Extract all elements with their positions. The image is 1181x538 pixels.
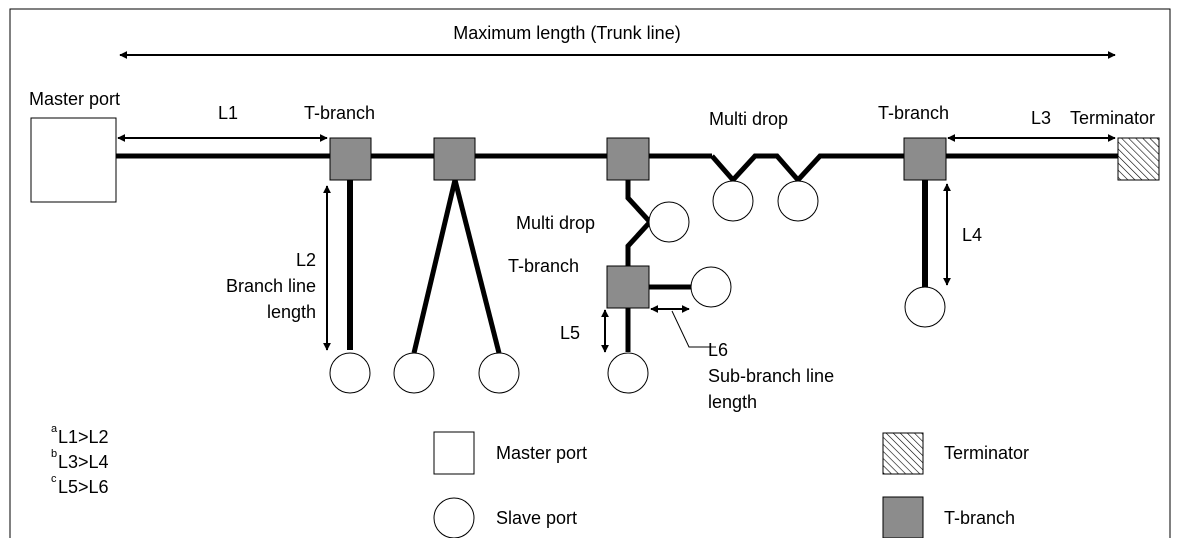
sub-multi-drop-line bbox=[625, 180, 654, 266]
slave-port-multi-drop bbox=[648, 201, 690, 243]
t-branch-1-label: T-branch bbox=[304, 103, 375, 123]
t-branch-4-label: T-branch bbox=[878, 103, 949, 123]
max-length-label: Maximum length (Trunk line) bbox=[453, 23, 680, 43]
t-branch-sub-label: T-branch bbox=[508, 256, 579, 276]
t-branch-3 bbox=[606, 137, 650, 181]
condition-c-mark: c bbox=[51, 473, 57, 485]
l6-label: L6 bbox=[708, 340, 728, 360]
t-branch-4 bbox=[903, 137, 947, 181]
legend-slave-port-swatch bbox=[433, 497, 475, 538]
legend-master-port-label: Master port bbox=[496, 443, 587, 463]
branch-line-2b bbox=[452, 179, 502, 354]
l6-leader bbox=[671, 310, 716, 348]
legend-t-branch-swatch bbox=[882, 496, 924, 538]
t-branch-1 bbox=[329, 137, 372, 181]
branch-line-label-2: length bbox=[267, 302, 316, 322]
sub-branch-label-1: Sub-branch line bbox=[708, 366, 834, 386]
slave-port-1 bbox=[329, 352, 371, 394]
l3-label: L3 bbox=[1031, 108, 1051, 128]
slave-port-sub-branch bbox=[690, 266, 732, 308]
condition-c: L5>L6 bbox=[58, 477, 109, 497]
slave-port-2 bbox=[393, 352, 435, 394]
l5-label: L5 bbox=[560, 323, 580, 343]
l2-label: L2 bbox=[296, 250, 316, 270]
slave-port-sub-drop bbox=[607, 352, 649, 394]
branch-line-2a bbox=[411, 179, 458, 354]
condition-b: L3>L4 bbox=[58, 452, 109, 472]
multi-drop-sub-label: Multi drop bbox=[516, 213, 595, 233]
slave-port-4 bbox=[904, 286, 946, 328]
t-branch-2 bbox=[433, 137, 476, 181]
master-port-label: Master port bbox=[29, 89, 120, 109]
slave-port-multi-drop-2 bbox=[777, 180, 819, 222]
slave-port-3 bbox=[478, 352, 520, 394]
condition-a: L1>L2 bbox=[58, 427, 109, 447]
diagram-frame bbox=[9, 8, 1171, 538]
multi-drop-top-label: Multi drop bbox=[709, 109, 788, 129]
condition-a-mark: a bbox=[51, 423, 58, 435]
branch-line-label-1: Branch line bbox=[226, 276, 316, 296]
legend-slave-port-label: Slave port bbox=[496, 508, 577, 528]
terminator bbox=[1117, 137, 1160, 181]
condition-b-mark: b bbox=[51, 448, 57, 460]
slave-port-multi-drop-1 bbox=[712, 180, 754, 222]
sub-branch-label-2: length bbox=[708, 392, 757, 412]
legend-t-branch-label: T-branch bbox=[944, 508, 1015, 528]
t-branch-sub bbox=[606, 265, 650, 309]
legend-terminator-label: Terminator bbox=[944, 443, 1029, 463]
legend-terminator-swatch bbox=[882, 432, 924, 475]
l1-label: L1 bbox=[218, 103, 238, 123]
terminator-label: Terminator bbox=[1070, 108, 1155, 128]
l4-label: L4 bbox=[962, 225, 982, 245]
master-port bbox=[30, 117, 117, 203]
legend-master-port-swatch bbox=[433, 431, 475, 475]
